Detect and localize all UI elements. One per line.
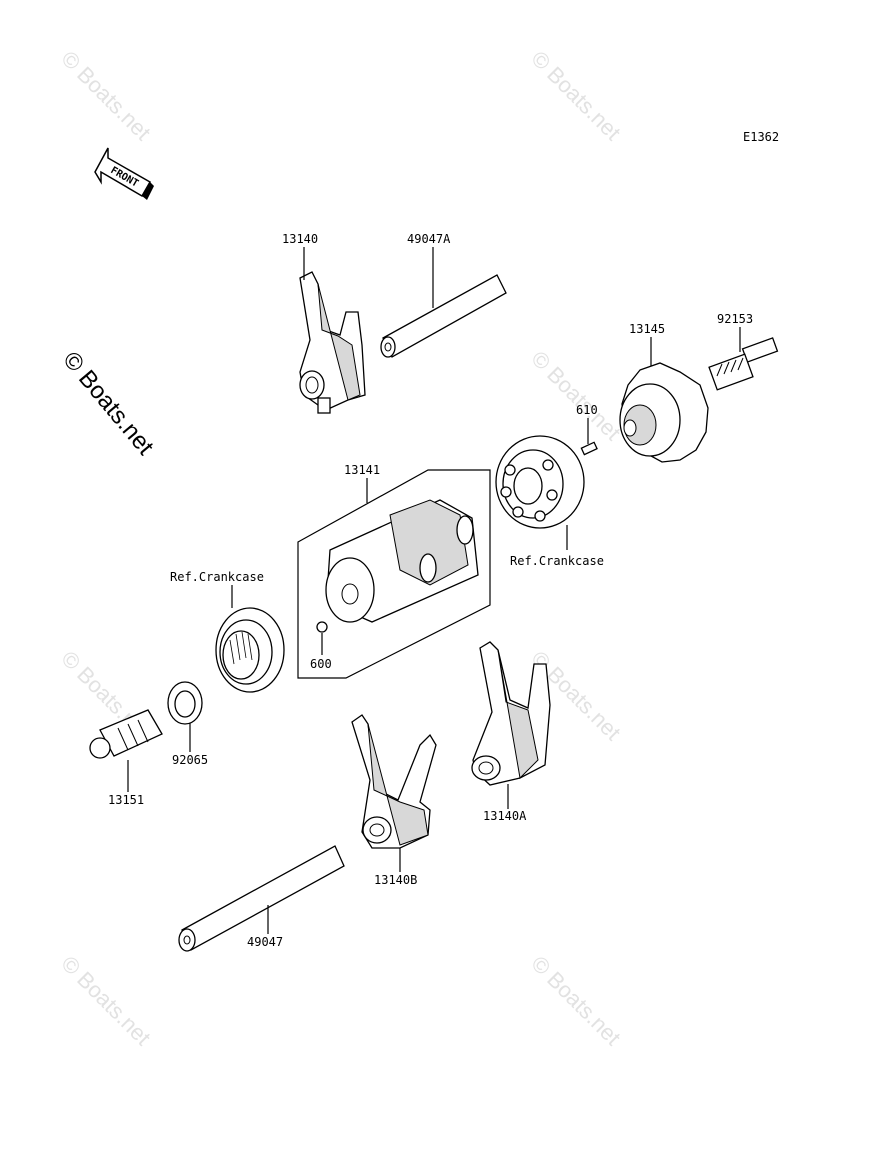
bolt-92153: [708, 337, 779, 391]
label-600: 600: [310, 657, 332, 671]
needle-bearing: [215, 607, 285, 693]
ball-bearing: [495, 435, 585, 529]
neutral-switch-13151: [89, 709, 163, 759]
shaft-49047: [178, 845, 345, 952]
diagram-code: E1362: [743, 130, 779, 144]
label-92153: 92153: [717, 312, 753, 326]
label-ref-crankcase-right: Ref.Crankcase: [510, 554, 604, 568]
label-13140: 13140: [282, 232, 318, 246]
shift-fork-13140B: [351, 714, 437, 849]
label-13140B: 13140B: [374, 873, 417, 887]
washer-92065: [167, 681, 203, 725]
front-arrow-icon: FRONT: [94, 147, 154, 200]
ball-600: [316, 621, 328, 633]
watermark-bottom-left: © Boats.net: [56, 951, 155, 1050]
label-49047A: 49047A: [407, 232, 451, 246]
shift-fork-13140A: [471, 641, 551, 786]
watermark-top-left: © Boats.net: [56, 46, 155, 145]
label-13151: 13151: [108, 793, 144, 807]
pin-610: [580, 441, 598, 456]
label-92065: 92065: [172, 753, 208, 767]
watermark-mid-right: © Boats.net: [526, 346, 625, 445]
shift-drum-cam-13145: [619, 362, 709, 463]
watermark-bottom-right: © Boats.net: [526, 951, 625, 1050]
label-13141: 13141: [344, 463, 380, 477]
label-13145: 13145: [629, 322, 665, 336]
leader-lines: [127, 247, 741, 934]
shaft-49047A: [380, 274, 507, 358]
watermark-dark: © Boats.net: [57, 347, 159, 461]
label-13140A: 13140A: [483, 809, 527, 823]
label-ref-crankcase-left: Ref.Crankcase: [170, 570, 264, 584]
watermark-top-right: © Boats.net: [526, 46, 625, 145]
shift-drum-13141: [297, 469, 491, 679]
part-labels: 13140 49047A 13145 92153 610 13141 Ref.C…: [108, 232, 753, 949]
label-49047: 49047: [247, 935, 283, 949]
shift-fork-13140: [299, 271, 366, 414]
label-610: 610: [576, 403, 598, 417]
